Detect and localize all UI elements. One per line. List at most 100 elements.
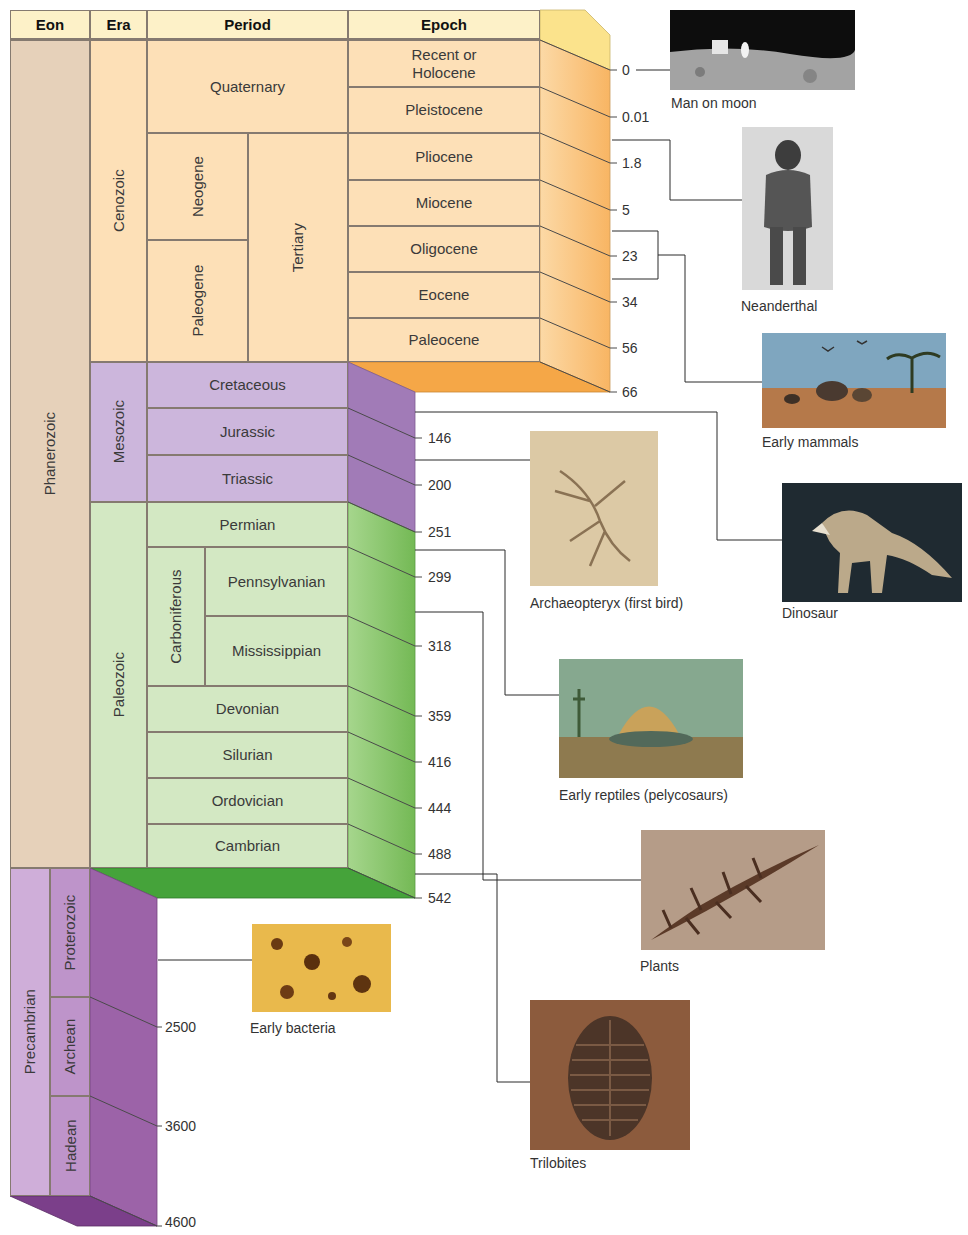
unit-name: Pliocene <box>415 148 473 165</box>
dinosaur <box>822 511 952 594</box>
tick-line <box>348 778 422 808</box>
unit-name: Triassic <box>222 470 273 487</box>
reptile-body <box>609 731 693 747</box>
time-mark: 416 <box>428 754 451 770</box>
time-mark: 2500 <box>165 1019 196 1035</box>
unit-name: Devonian <box>216 700 279 717</box>
tick-line <box>348 868 422 898</box>
animal <box>784 394 800 404</box>
epoch-box: Pliocene <box>348 133 540 180</box>
epoch-box: Miocene <box>348 180 540 226</box>
unit-name: Hadean <box>61 1120 78 1173</box>
lunar-module <box>712 40 728 54</box>
epoch-box: Oligocene <box>348 226 540 272</box>
column-heading: Epoch <box>421 16 467 33</box>
moon-photo <box>670 10 855 90</box>
photo-caption: Plants <box>640 958 679 974</box>
unit-name: Oligocene <box>410 240 478 257</box>
dinosaur-jaw <box>812 523 830 535</box>
unit-name: Mississippian <box>232 642 321 659</box>
bacterium <box>328 992 336 1000</box>
period-box: Quaternary <box>147 40 348 133</box>
leader-line <box>415 874 530 1082</box>
time-mark: 56 <box>622 340 638 356</box>
photo-caption: Man on moon <box>671 95 757 111</box>
reptiles-photo <box>559 659 743 778</box>
time-mark: 23 <box>622 248 638 264</box>
precambrian-bottom-face <box>10 1196 157 1226</box>
column-heading: Period <box>224 16 271 33</box>
fossil-leaflets <box>663 858 761 934</box>
time-mark: 251 <box>428 524 451 540</box>
period-box: Ordovician <box>147 778 348 824</box>
unit-name: Phanerozoic <box>41 412 58 495</box>
unit-name: Carboniferous <box>167 569 184 663</box>
tick-line <box>540 226 617 256</box>
bacteria-photo <box>252 924 391 1012</box>
reptile-sail <box>619 707 679 735</box>
unit-name: Neogene <box>189 156 206 217</box>
unit-name: Miocene <box>416 194 473 211</box>
trilobite-segments <box>570 1020 650 1136</box>
fossil-slab <box>530 431 658 586</box>
figure-body <box>764 170 812 231</box>
period-box: Silurian <box>147 732 348 778</box>
column-heading: Era <box>106 16 130 33</box>
animal <box>852 388 872 402</box>
plants-photo <box>641 830 825 950</box>
unit-name: Cretaceous <box>209 376 286 393</box>
time-mark: 146 <box>428 430 451 446</box>
photo-ground <box>670 48 855 90</box>
epoch-box: Paleocene <box>348 318 540 362</box>
tick-line <box>348 502 422 532</box>
time-mark: 0.01 <box>622 109 649 125</box>
time-mark: 34 <box>622 294 638 310</box>
era-band: Hadean <box>50 1096 90 1196</box>
tick-line <box>90 1196 162 1226</box>
period-box: Tertiary <box>248 133 348 362</box>
mammals-photo <box>762 333 946 428</box>
tick-line <box>540 272 617 302</box>
tick-line <box>348 408 422 438</box>
photo-ground <box>762 388 946 428</box>
tick-line <box>90 997 162 1027</box>
crater <box>803 69 817 83</box>
photo-ground <box>742 127 833 290</box>
unit-name: Proterozoic <box>61 895 78 971</box>
time-mark: 1.8 <box>622 155 641 171</box>
photo-caption: Dinosaur <box>782 605 838 621</box>
bacterium <box>304 954 320 970</box>
leader-line <box>612 140 742 200</box>
period-box: Devonian <box>147 686 348 732</box>
photo-caption: Early mammals <box>762 434 858 450</box>
unit-name: Paleocene <box>409 331 480 348</box>
header-cell: Era <box>90 10 147 40</box>
tick-line <box>540 318 617 348</box>
tick-line <box>540 362 617 392</box>
column-heading: Eon <box>36 16 64 33</box>
tick-line <box>348 547 422 577</box>
header-cell: Eon <box>10 10 90 40</box>
animal <box>816 381 848 401</box>
time-mark: 542 <box>428 890 451 906</box>
era-band: Mesozoic <box>90 362 147 502</box>
photo-sky <box>559 659 743 778</box>
unit-name: Tertiary <box>289 223 306 272</box>
unit-name: Paleogene <box>189 265 206 337</box>
time-mark: 66 <box>622 384 638 400</box>
subperiod-box: Pennsylvanian <box>205 547 348 616</box>
time-mark: 3600 <box>165 1118 196 1134</box>
unit-name: Archean <box>61 1019 78 1075</box>
period-box: Cretaceous <box>147 362 348 408</box>
bacterium <box>280 985 294 999</box>
dinosaur-photo <box>782 483 962 602</box>
time-mark: 4600 <box>165 1214 196 1230</box>
period-box: Jurassic <box>147 408 348 455</box>
tick-line <box>540 133 617 163</box>
archaeopteryx-photo <box>530 431 658 586</box>
fossil-frond <box>651 845 819 940</box>
unit-name: Precambrian <box>21 989 38 1074</box>
precambrian-side-face <box>90 868 157 1226</box>
unit-name: Eocene <box>419 286 470 303</box>
